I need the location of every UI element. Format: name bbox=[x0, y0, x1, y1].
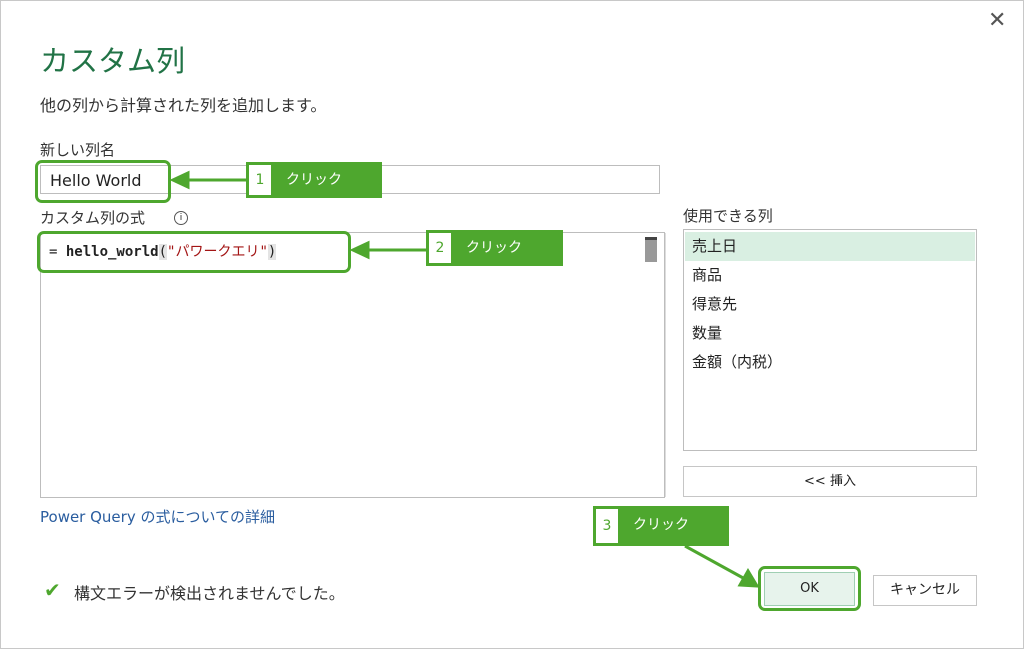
close-icon[interactable]: ✕ bbox=[988, 8, 1007, 33]
ok-button[interactable]: OK bbox=[764, 572, 855, 606]
formula-editor[interactable]: = hello_world("パワークエリ") bbox=[40, 232, 666, 498]
arrow-3-head bbox=[737, 568, 760, 588]
dialog-title: カスタム列 bbox=[40, 44, 186, 78]
highlight-name-input bbox=[35, 160, 171, 203]
column-item[interactable]: 商品 bbox=[692, 266, 723, 284]
column-item[interactable]: 金額（内税） bbox=[692, 353, 783, 371]
available-columns-label: 使用できる列 bbox=[683, 207, 773, 225]
formula-label: カスタム列の式 bbox=[40, 209, 146, 227]
dialog-subtitle: 他の列から計算された列を追加します。 bbox=[40, 96, 327, 115]
check-icon: ✔ bbox=[44, 578, 61, 602]
info-icon[interactable]: i bbox=[174, 211, 188, 225]
highlight-ok bbox=[758, 566, 861, 611]
arrow-1-head bbox=[169, 170, 190, 190]
cancel-button[interactable]: キャンセル bbox=[873, 575, 977, 606]
column-item[interactable]: 得意先 bbox=[692, 295, 738, 313]
arrow-3 bbox=[684, 544, 746, 581]
help-link[interactable]: Power Query の式についての詳細 bbox=[40, 508, 276, 526]
available-columns-list[interactable]: 売上日 商品 得意先 数量 金額（内税） bbox=[683, 229, 977, 451]
highlight-formula bbox=[37, 231, 351, 273]
new-column-label: 新しい列名 bbox=[40, 141, 116, 159]
column-item[interactable]: 売上日 bbox=[685, 232, 975, 261]
formula-code: = hello_world("パワークエリ") bbox=[49, 244, 277, 260]
editor-divider bbox=[665, 233, 666, 497]
status-text: 構文エラーが検出されませんでした。 bbox=[74, 584, 345, 603]
arrow-2-head bbox=[349, 240, 370, 260]
insert-button[interactable]: << 挿入 bbox=[683, 466, 977, 497]
column-item[interactable]: 数量 bbox=[692, 324, 723, 342]
editor-scrollbar[interactable] bbox=[645, 237, 657, 262]
